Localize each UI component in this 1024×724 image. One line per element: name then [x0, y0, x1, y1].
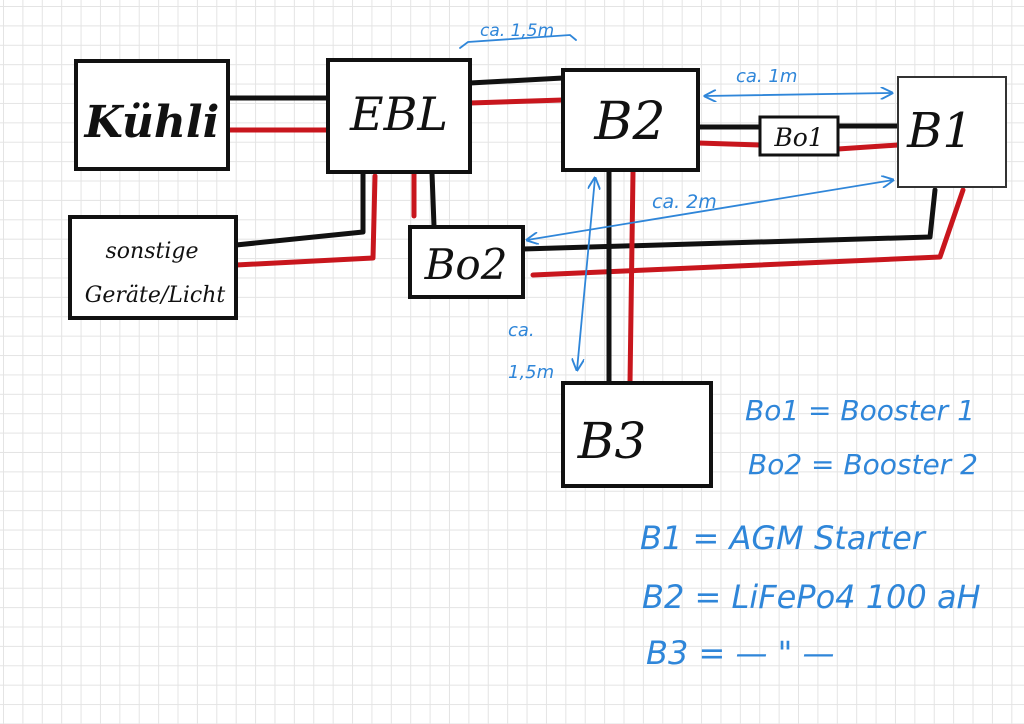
wire-bo2-b1-negative [520, 187, 938, 252]
b2-box: B2 [561, 68, 700, 172]
measurements: ca. 1,5m ca. 1m ca. 2m ca. 1,5m [459, 21, 893, 383]
wire-ebl-b2-positive [467, 97, 566, 106]
legend: Bo1 = Booster 1 Bo2 = Booster 2 B1 = AGM… [640, 394, 981, 672]
ebl-label: EBL [349, 87, 448, 141]
b1-box: B1 [897, 76, 1007, 188]
bo2-box: Bo2 [408, 225, 525, 299]
wire-ebl-bo2-negative [429, 170, 437, 229]
bo2-label: Bo2 [424, 240, 508, 289]
legend-item: Bo2 = Booster 2 [748, 448, 978, 481]
wires [225, 75, 966, 386]
legend-item: B3 = — " — [646, 634, 835, 672]
ebl-box: EBL [326, 58, 472, 174]
measure-b2-b1: ca. 1m [736, 66, 797, 87]
sonstige-box: sonstige Geräte/Licht [68, 215, 238, 320]
measure-ebl-b2: ca. 1,5m [480, 21, 554, 41]
b3-box: B3 [561, 381, 713, 488]
brace-ebl-b2 [459, 34, 577, 49]
bo1-box: Bo1 [758, 115, 840, 157]
b1-label: B1 [906, 103, 973, 159]
sonstige-label-line2: Geräte/Licht [85, 283, 226, 308]
measure-b1-bo2: ca. 2m [652, 191, 717, 213]
kuehli-label: Kühli [83, 97, 220, 148]
measure-b2-b3-line1: ca. [508, 320, 535, 341]
wire-ebl-b2-negative [467, 75, 566, 86]
bo1-label: Bo1 [773, 123, 823, 152]
wire-b2-b3-positive [627, 169, 636, 386]
legend-item: B1 = AGM Starter [640, 519, 927, 557]
wire-b2-bo1-positive [695, 140, 763, 148]
wire-bo2-b1-positive [530, 187, 966, 278]
wire-sonstige-ebl-positive [233, 173, 378, 268]
legend-item: B2 = LiFePo4 100 aH [642, 578, 981, 616]
wire-bo1-b1-positive [835, 142, 901, 152]
sonstige-label-line1: sonstige [106, 239, 199, 264]
b3-label: B3 [577, 412, 647, 470]
arrow-b2-b3 [577, 178, 595, 370]
measure-b2-b3-line2: 1,5m [508, 362, 554, 383]
wire-sonstige-ebl-negative [233, 170, 366, 248]
legend-item: Bo1 = Booster 1 [745, 394, 975, 427]
arrow-b2-b1 [705, 93, 892, 96]
kuehli-box: Kühli [74, 59, 230, 171]
b2-label: B2 [593, 92, 665, 152]
